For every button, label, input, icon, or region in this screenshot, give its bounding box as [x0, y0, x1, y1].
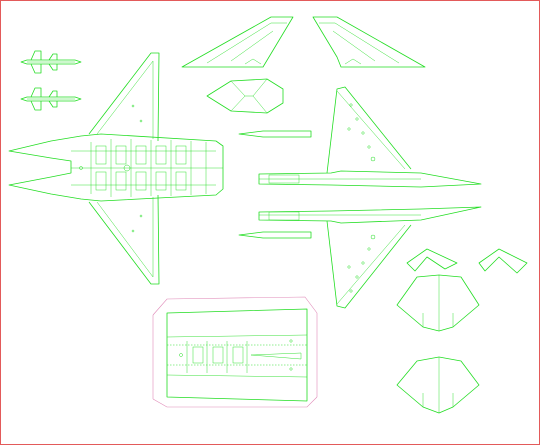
- vertical-tail-upper: [396, 274, 480, 332]
- fuselage-panel-grid: [71, 104, 223, 233]
- side-view-lower: [258, 206, 482, 309]
- ventral-fin-left: [406, 248, 458, 272]
- stabilizer-left: [181, 16, 294, 68]
- missile-upper: [20, 50, 82, 74]
- intake-strip-lower: [238, 231, 312, 239]
- fuselage-underside-part: [152, 296, 318, 408]
- side-view-upper: [258, 86, 482, 188]
- stabilizer-right: [312, 16, 426, 68]
- canopy-part: [206, 78, 284, 114]
- ventral-fin-right: [478, 248, 528, 274]
- vertical-tail-lower: [396, 356, 480, 414]
- intake-strip-upper: [238, 130, 312, 138]
- fuselage-top-view: [8, 52, 224, 285]
- missile-lower: [20, 87, 82, 111]
